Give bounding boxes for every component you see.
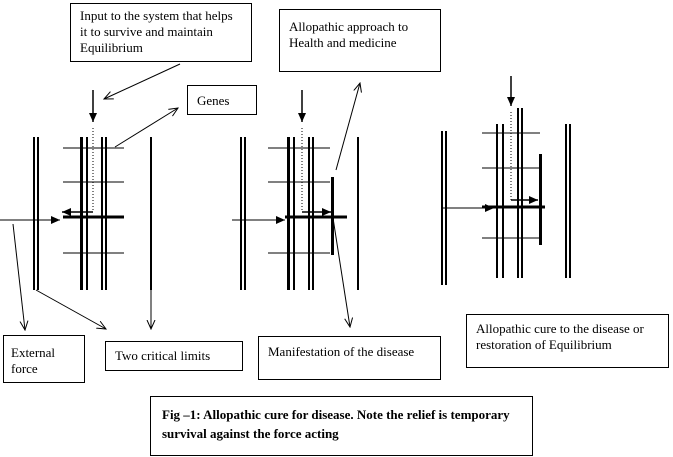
allopathic-approach-label: Allopathic approach to Health and medici… [279,9,441,72]
critical-limit-line [308,137,310,290]
critical-limit-line [502,124,504,278]
disease-bar [331,177,334,255]
outer-limit-right [357,137,359,290]
manifestation-label: Manifestation of the disease [258,336,441,380]
critical-limit-line [496,124,498,278]
outer-limit-right [150,137,152,290]
outer-limit-left [244,137,246,290]
two-critical-limits-label: Two critical limits [105,341,243,371]
figure-right [441,76,571,285]
outer-limit-left [33,137,35,290]
outer-limit-right [565,124,567,278]
figure-middle [232,90,359,290]
critical-limit-line [80,137,83,290]
allopathic-cure-label: Allopathic cure to the disease or restor… [466,314,669,368]
genes-label: Genes [187,85,257,115]
outer-limit-left [37,137,39,290]
critical-limit-line [101,137,103,290]
critical-limit-line [105,137,107,290]
critical-limit-line [293,137,295,290]
manifestation-callout-arrow [332,217,350,327]
critical-limit-line [86,137,88,290]
critical-limit-line [517,108,519,278]
allopathic-approach-arrow [335,83,360,171]
external-force-label: External force [3,335,85,383]
callout-arrows [12,63,360,330]
figure-caption: Fig –1: Allopathic cure for disease. Not… [150,396,533,456]
critical-limit-line [312,137,314,290]
outer-limit-left [240,137,242,290]
critical-limit-line [521,108,523,278]
external-force-callout-arrow [12,223,25,330]
figure-left [0,90,152,290]
critical-limit-line [287,137,290,290]
input-system-label: Input to the system that helps it to sur… [70,3,252,62]
cure-bar [539,154,542,245]
outer-limit-right [569,124,571,278]
genes-callout-arrow [114,108,178,148]
input-callout-arrow [104,63,181,99]
critical-limit-callout-arrow [35,289,106,329]
